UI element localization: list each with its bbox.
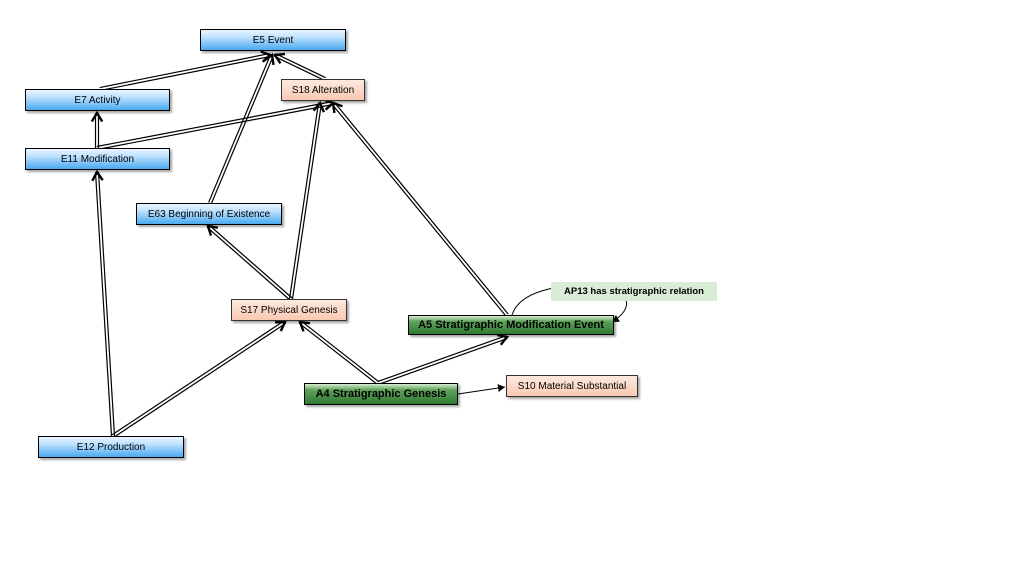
edge-a4-to-a5-line-a: [378, 337, 508, 385]
edge-s17-to-e63-line-b: [206, 226, 291, 301]
node-e5-event[interactable]: E5 Event: [200, 29, 346, 51]
edge-a4-to-s10: [457, 384, 506, 395]
edge-e12-to-e11-line-b: [94, 172, 113, 437]
node-e11-modification[interactable]: E11 Modification: [25, 148, 170, 170]
edge-e63-to-e5-line-a: [210, 55, 274, 204]
edge-s17-to-e63-arrowhead: [206, 224, 219, 236]
edge-a5-to-s18-arrowhead: [331, 101, 343, 114]
node-s18-alteration[interactable]: S18 Alteration: [281, 79, 365, 101]
relation-label-ap13: AP13 has stratigraphic relation: [551, 282, 717, 301]
edge-a4-to-a5-arrowhead: [496, 333, 510, 346]
edge-s17-to-s18-line-b: [288, 102, 320, 299]
edge-a4-to-s17-line-b: [298, 322, 378, 385]
edge-e63-to-e5-line-b: [208, 54, 272, 203]
edge-s18-to-e5-line-a: [275, 53, 326, 79]
edge-e7-to-e5-line-a: [100, 55, 271, 92]
edge-s18-to-e5-arrowhead: [272, 52, 286, 65]
node-s17-physical-genesis[interactable]: S17 Physical Genesis: [231, 299, 347, 321]
edge-s17-to-e63-line-a: [208, 224, 293, 299]
edge-e11-to-s18-line-a: [97, 103, 334, 151]
node-e12-production[interactable]: E12 Production: [38, 436, 184, 458]
edge-s17-to-s18-line-a: [291, 103, 323, 300]
edge-s17-to-s18-arrowhead: [312, 100, 326, 113]
edge-a5-to-s18-line-b: [331, 103, 507, 317]
edge-e11-to-s18-line-b: [96, 100, 333, 148]
edge-e12-to-e11-arrowhead: [91, 169, 104, 182]
node-a4-stratigraphic-genesis[interactable]: A4 Stratigraphic Genesis: [304, 383, 458, 405]
edge-e12-to-s17-line-b: [111, 320, 285, 436]
node-s10-material-substantial[interactable]: S10 Material Substantial: [506, 375, 638, 397]
edge-e11-to-e7-arrowhead: [90, 110, 104, 123]
edge-a5-to-s18-line-a: [333, 101, 509, 315]
edge-s18-to-e5-line-b: [274, 55, 325, 81]
edge-e12-to-e11-line-a: [97, 171, 116, 436]
edge-a4-to-s17-arrowhead: [298, 320, 311, 332]
node-e7-activity[interactable]: E7 Activity: [25, 89, 170, 111]
edge-e63-to-e5-arrowhead: [263, 52, 275, 66]
edge-e7-to-e5-line-b: [99, 52, 270, 89]
edge-a4-to-a5-line-b: [377, 335, 507, 383]
edge-e12-to-s17-arrowhead: [274, 320, 287, 332]
node-a5-stratigraphic-modification-event[interactable]: A5 Stratigraphic Modification Event: [408, 315, 614, 335]
edge-a4-to-s17-line-a: [300, 320, 380, 383]
edge-e12-to-s17-line-a: [113, 322, 287, 438]
node-e63-beginning-of-existence[interactable]: E63 Beginning of Existence: [136, 203, 282, 225]
